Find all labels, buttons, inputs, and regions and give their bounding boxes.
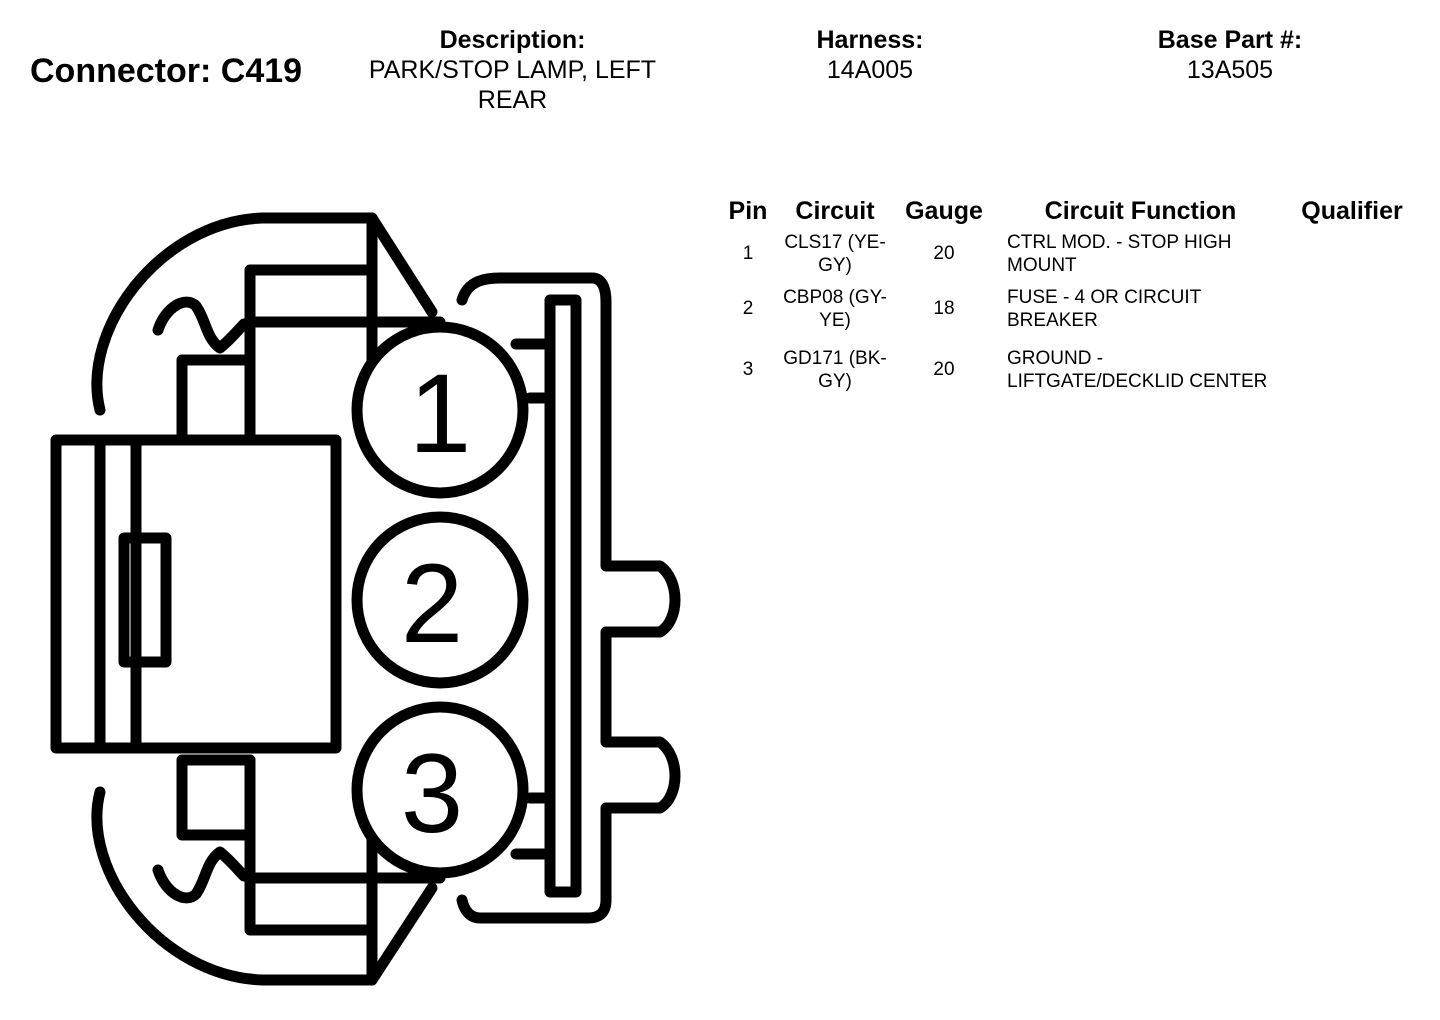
right-inner-rail: [544, 294, 582, 898]
pin1-stub: [510, 338, 556, 404]
top-block: [176, 354, 256, 446]
harness-value: 14A005: [826, 56, 914, 84]
description-label: Description:: [439, 26, 586, 54]
left-body: [50, 434, 342, 754]
housing-outer-outline: [91, 212, 438, 986]
gauge-cell: 20: [933, 359, 955, 380]
housing-top-hook: [152, 296, 250, 354]
qualifier-cell: [1282, 226, 1422, 281]
pin-table-header: Pin Circuit Gauge Circuit Function Quali…: [715, 190, 1422, 226]
circuit-cell: GD171 (BK-GY): [783, 347, 887, 392]
col-header-pin: Pin: [728, 197, 768, 225]
col-header-circuit: Circuit: [795, 197, 875, 225]
circuit-function-cell: GROUND - LIFTGATE/DECKLID CENTER: [1007, 347, 1268, 392]
circuit-function-cell: CTRL MOD. - STOP HIGH MOUNT: [1007, 231, 1232, 276]
housing-bottom-hook: [152, 846, 250, 904]
col-header-gauge: Gauge: [905, 197, 983, 225]
description-block: Description: PARK/STOP LAMP, LEFT REAR: [345, 25, 680, 115]
pin-2-label: 2: [401, 541, 463, 666]
pin3-stub: [510, 792, 556, 860]
circuit-function-cell: FUSE - 4 OR CIRCUIT BREAKER: [1007, 286, 1201, 331]
description-value: PARK/STOP LAMP, LEFT REAR: [368, 56, 657, 114]
left-slot: [118, 532, 172, 668]
pin-cavities: 1 2 3: [351, 321, 529, 879]
pin-3-cavity: [351, 701, 529, 879]
left-body-divider: [94, 434, 142, 754]
harness-label: Harness:: [816, 26, 924, 54]
harness-block: Harness: 14A005: [770, 25, 970, 85]
qualifier-cell: [1282, 336, 1422, 403]
pin-table: Pin Circuit Gauge Circuit Function Quali…: [715, 190, 1422, 403]
pin-3-label: 3: [401, 731, 463, 856]
gauge-cell: 18: [933, 298, 955, 319]
pin-cell: 1: [742, 243, 754, 264]
circuit-cell: CBP08 (GY-YE): [783, 286, 887, 331]
bottom-block: [176, 754, 256, 841]
base-part-label: Base Part #:: [1157, 26, 1303, 54]
col-header-circuit-function: Circuit Function: [1044, 197, 1237, 225]
circuit-cell: CLS17 (YE-GY): [784, 231, 886, 276]
col-header-qualifier: Qualifier: [1301, 197, 1403, 225]
pin-cell: 3: [742, 359, 754, 380]
table-row: 1 CLS17 (YE-GY) 20 CTRL MOD. - STOP HIGH…: [715, 226, 1422, 281]
right-housing: [456, 272, 681, 924]
table-row: 3 GD171 (BK-GY) 20 GROUND - LIFTGATE/DEC…: [715, 336, 1422, 403]
pin-cell: 2: [742, 298, 754, 319]
table-row: 2 CBP08 (GY-YE) 18 FUSE - 4 OR CIRCUIT B…: [715, 281, 1422, 336]
qualifier-cell: [1282, 281, 1422, 336]
pin-2-cavity: [351, 511, 529, 689]
pin-1-label: 1: [409, 351, 471, 476]
gauge-cell: 20: [933, 243, 955, 264]
pin-1-cavity: [351, 321, 529, 499]
connector-face-diagram: 1 2 3: [50, 212, 681, 986]
connector-title: Connector: C419: [30, 52, 303, 90]
connector-housing: [50, 212, 681, 986]
base-part-value: 13A505: [1186, 56, 1274, 84]
base-part-block: Base Part #: 13A505: [1110, 25, 1350, 85]
